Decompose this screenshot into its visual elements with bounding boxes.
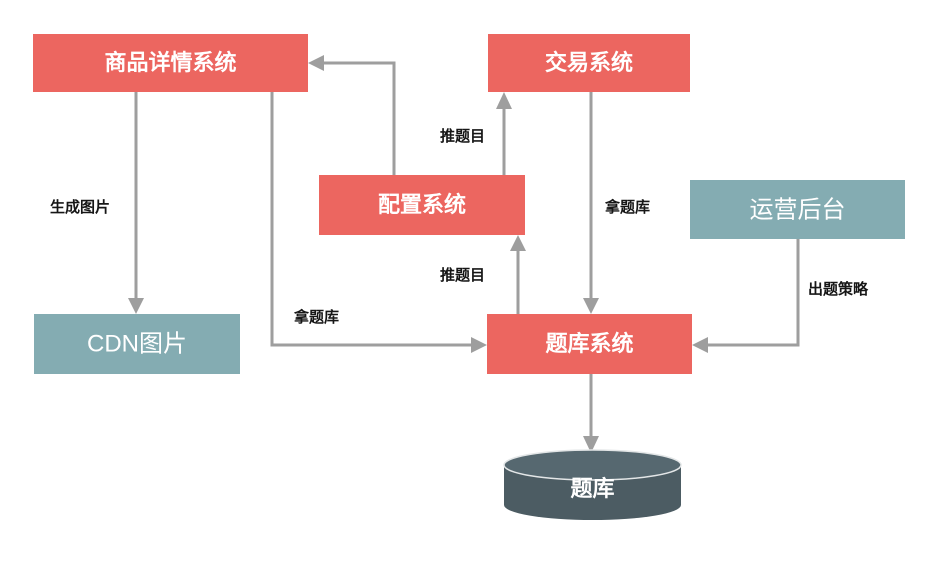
arrow-head-down-icon xyxy=(128,298,144,314)
node-question-bank-system-box[interactable] xyxy=(487,314,692,374)
node-product-detail-system-box[interactable] xyxy=(33,34,308,92)
edge-product-to-question-bank-line xyxy=(270,92,476,347)
edge-label-question-strategy: 出题策略 xyxy=(808,280,869,298)
node-question-bank-database[interactable]: 题库 xyxy=(503,449,682,520)
arrow-head-left-icon xyxy=(692,337,708,353)
database-cylinder-top xyxy=(503,449,682,481)
node-operation-backend-box[interactable] xyxy=(690,180,905,239)
arrow-head-up-icon xyxy=(496,92,512,109)
node-product-detail-system[interactable]: 商品详情系统 xyxy=(33,34,308,92)
edge-label-push-question-upper: 推题目 xyxy=(440,127,485,145)
edge-label-generate-image: 生成图片 xyxy=(50,198,110,216)
node-cdn-image-label: CDN图片 xyxy=(87,330,187,357)
node-config-system-box[interactable] xyxy=(319,175,525,235)
node-product-detail-system-label: 商品详情系统 xyxy=(104,50,236,75)
edge-config-to-product-line xyxy=(319,61,396,175)
node-config-system-label: 配置系统 xyxy=(378,192,466,217)
edge-label-fetch-question-bank-right: 拿题库 xyxy=(604,198,650,216)
edge-config-to-product xyxy=(308,55,396,175)
edge-label-push-question-lower: 推题目 xyxy=(440,266,485,284)
node-question-bank-system[interactable]: 题库系统 xyxy=(487,314,692,374)
arrow-head-left-icon xyxy=(308,55,324,71)
edge-product-to-cdn xyxy=(128,92,144,314)
edge-config-to-trade xyxy=(496,92,512,175)
node-cdn-image-box[interactable] xyxy=(34,314,240,374)
arrow-head-down-icon xyxy=(583,436,599,453)
edge-label-fetch-question-bank-left: 拿题库 xyxy=(293,308,339,326)
edge-question-bank-to-database xyxy=(583,374,599,453)
arrow-head-up-icon xyxy=(510,235,526,251)
node-operation-backend[interactable]: 运营后台 xyxy=(690,180,905,239)
node-trade-system[interactable]: 交易系统 xyxy=(488,34,690,92)
node-config-system[interactable]: 配置系统 xyxy=(319,175,525,235)
node-question-bank-database-label: 题库 xyxy=(570,476,614,501)
node-cdn-image[interactable]: CDN图片 xyxy=(34,314,240,374)
edge-product-to-question-bank xyxy=(270,92,487,353)
node-question-bank-system-label: 题库系统 xyxy=(545,331,633,356)
node-trade-system-label: 交易系统 xyxy=(545,50,633,75)
edge-operation-to-question-bank-line xyxy=(703,239,800,347)
edge-trade-to-question-bank xyxy=(583,92,599,314)
node-operation-backend-label: 运营后台 xyxy=(750,196,846,223)
edge-question-bank-to-config xyxy=(510,235,526,314)
arrow-head-down-icon xyxy=(583,298,599,314)
node-trade-system-box[interactable] xyxy=(488,34,690,92)
arrow-head-right-icon xyxy=(471,337,487,353)
edge-operation-to-question-bank xyxy=(692,239,800,353)
